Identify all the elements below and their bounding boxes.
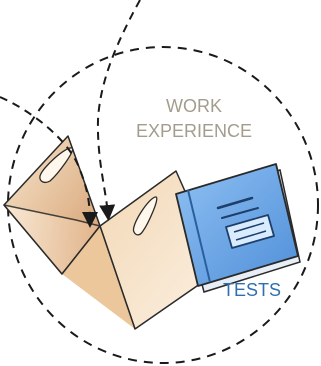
dashed-circle bbox=[7, 46, 319, 364]
notebook-icon bbox=[175, 163, 301, 293]
dashed-arrow-top bbox=[96, 0, 141, 221]
circle-label-line1: WORK bbox=[166, 96, 222, 116]
circle-label-line2: EXPERIENCE bbox=[136, 121, 252, 141]
dashed-arrow-left bbox=[0, 96, 98, 228]
tests-label: TESTS bbox=[223, 280, 281, 300]
